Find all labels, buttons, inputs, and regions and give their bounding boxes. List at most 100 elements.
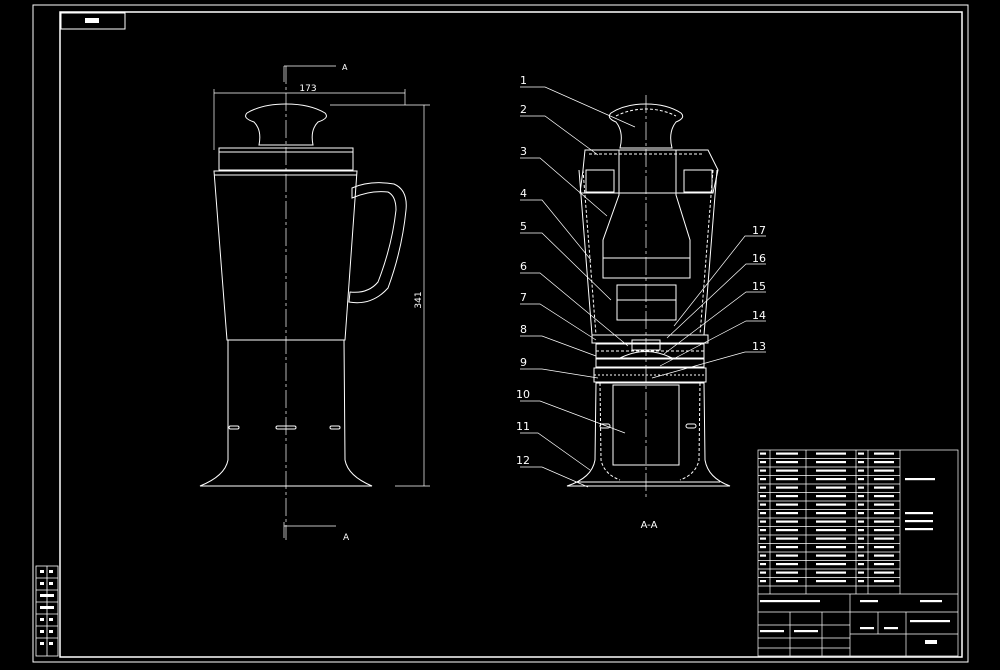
jug-body [213,170,358,341]
parts-cell-text [874,563,894,566]
parts-cell-text [760,571,766,574]
parts-cell-text [776,563,798,566]
parts-cell-text [776,469,798,472]
parts-cell-text [760,529,766,532]
parts-cell-text [874,452,894,455]
section-mark-top: A [342,63,348,72]
corner-code-box [60,12,126,30]
parts-cell-text [816,546,846,549]
sheet-border [32,4,969,663]
parts-cell-text [858,580,864,583]
parts-cell-text [858,546,864,549]
parts-cell-text [776,452,798,455]
parts-cell-text [776,478,798,481]
height-dimension-label: 341 [414,291,424,308]
callout-leaders [520,86,766,488]
parts-cell-text [760,461,766,464]
callout-7: 7 [520,291,527,304]
parts-cell-text [760,495,766,498]
parts-cell-text [816,503,846,506]
parts-cell-text [816,529,846,532]
parts-cell-text [776,546,798,549]
lid-knob [245,103,327,146]
parts-cell-text [816,469,846,472]
parts-cell-text [858,571,864,574]
drawing-code-mark [925,640,937,644]
parts-cell-text [760,469,766,472]
parts-cell-text [874,529,894,532]
callout-13: 13 [752,340,766,353]
parts-cell-text [776,461,798,464]
parts-cell-text [874,478,894,481]
parts-cell-text [776,512,798,515]
title-block-text [794,630,818,633]
parts-cell-text [874,537,894,540]
parts-cell-text [776,537,798,540]
parts-cell-text [874,503,894,506]
parts-cell-text [874,495,894,498]
parts-cell-text [760,503,766,506]
parts-cell-text [858,563,864,566]
callout-5: 5 [520,220,527,233]
callout-9: 9 [520,356,527,369]
parts-cell-text [858,461,864,464]
callout-10: 10 [516,388,530,401]
parts-cell-text [874,571,894,574]
callouts-right: 17 16 15 14 13 [752,224,766,353]
section-view [566,95,731,500]
lid [218,147,354,171]
parts-cell-text [858,495,864,498]
left-margin-table [35,565,59,657]
parts-cell-text [858,512,864,515]
parts-cell-text [816,563,846,566]
parts-cell-text [760,478,766,481]
section-view-label: A-A [641,520,658,531]
title-block-text [905,528,933,531]
title-block-text [905,512,933,515]
callout-11: 11 [516,420,530,433]
parts-cell-text [776,520,798,523]
base-slot [329,425,341,430]
parts-cell-text [760,512,766,515]
title-block-text [860,627,874,630]
parts-cell-text [776,503,798,506]
base-slot [275,425,297,430]
jug-handle [348,182,407,304]
parts-cell-text [858,529,864,532]
callout-6: 6 [520,260,527,273]
title-block-text [884,627,898,630]
parts-cell-text [816,478,846,481]
parts-cell-text [776,495,798,498]
section-mark-bottom: A [343,533,350,543]
callout-1: 1 [520,74,527,87]
base-slot [228,425,240,430]
title-block-text [920,600,942,603]
parts-cell-text [816,580,846,583]
parts-cell-text [816,537,846,540]
parts-cell-text [816,520,846,523]
parts-cell-text [874,512,894,515]
parts-cell-text [874,469,894,472]
parts-cell-text [858,520,864,523]
parts-cell-text [760,546,766,549]
title-block-text [760,600,820,603]
parts-cell-text [760,580,766,583]
front-view [199,66,407,540]
callout-3: 3 [520,145,527,158]
parts-cell-text [858,452,864,455]
parts-cell-text [760,537,766,540]
parts-cell-text [874,580,894,583]
parts-cell-text [858,537,864,540]
callout-17: 17 [752,224,766,237]
jug-base [199,339,373,487]
parts-cell-text [816,554,846,557]
callouts-left: 1 2 3 4 5 6 7 8 9 10 11 12 [516,74,530,467]
callout-16: 16 [752,252,766,265]
parts-list-table [757,449,959,657]
callout-14: 14 [752,309,766,322]
callout-4: 4 [520,187,527,200]
parts-cell-text [858,478,864,481]
parts-cell-text [760,520,766,523]
callout-8: 8 [520,323,527,336]
